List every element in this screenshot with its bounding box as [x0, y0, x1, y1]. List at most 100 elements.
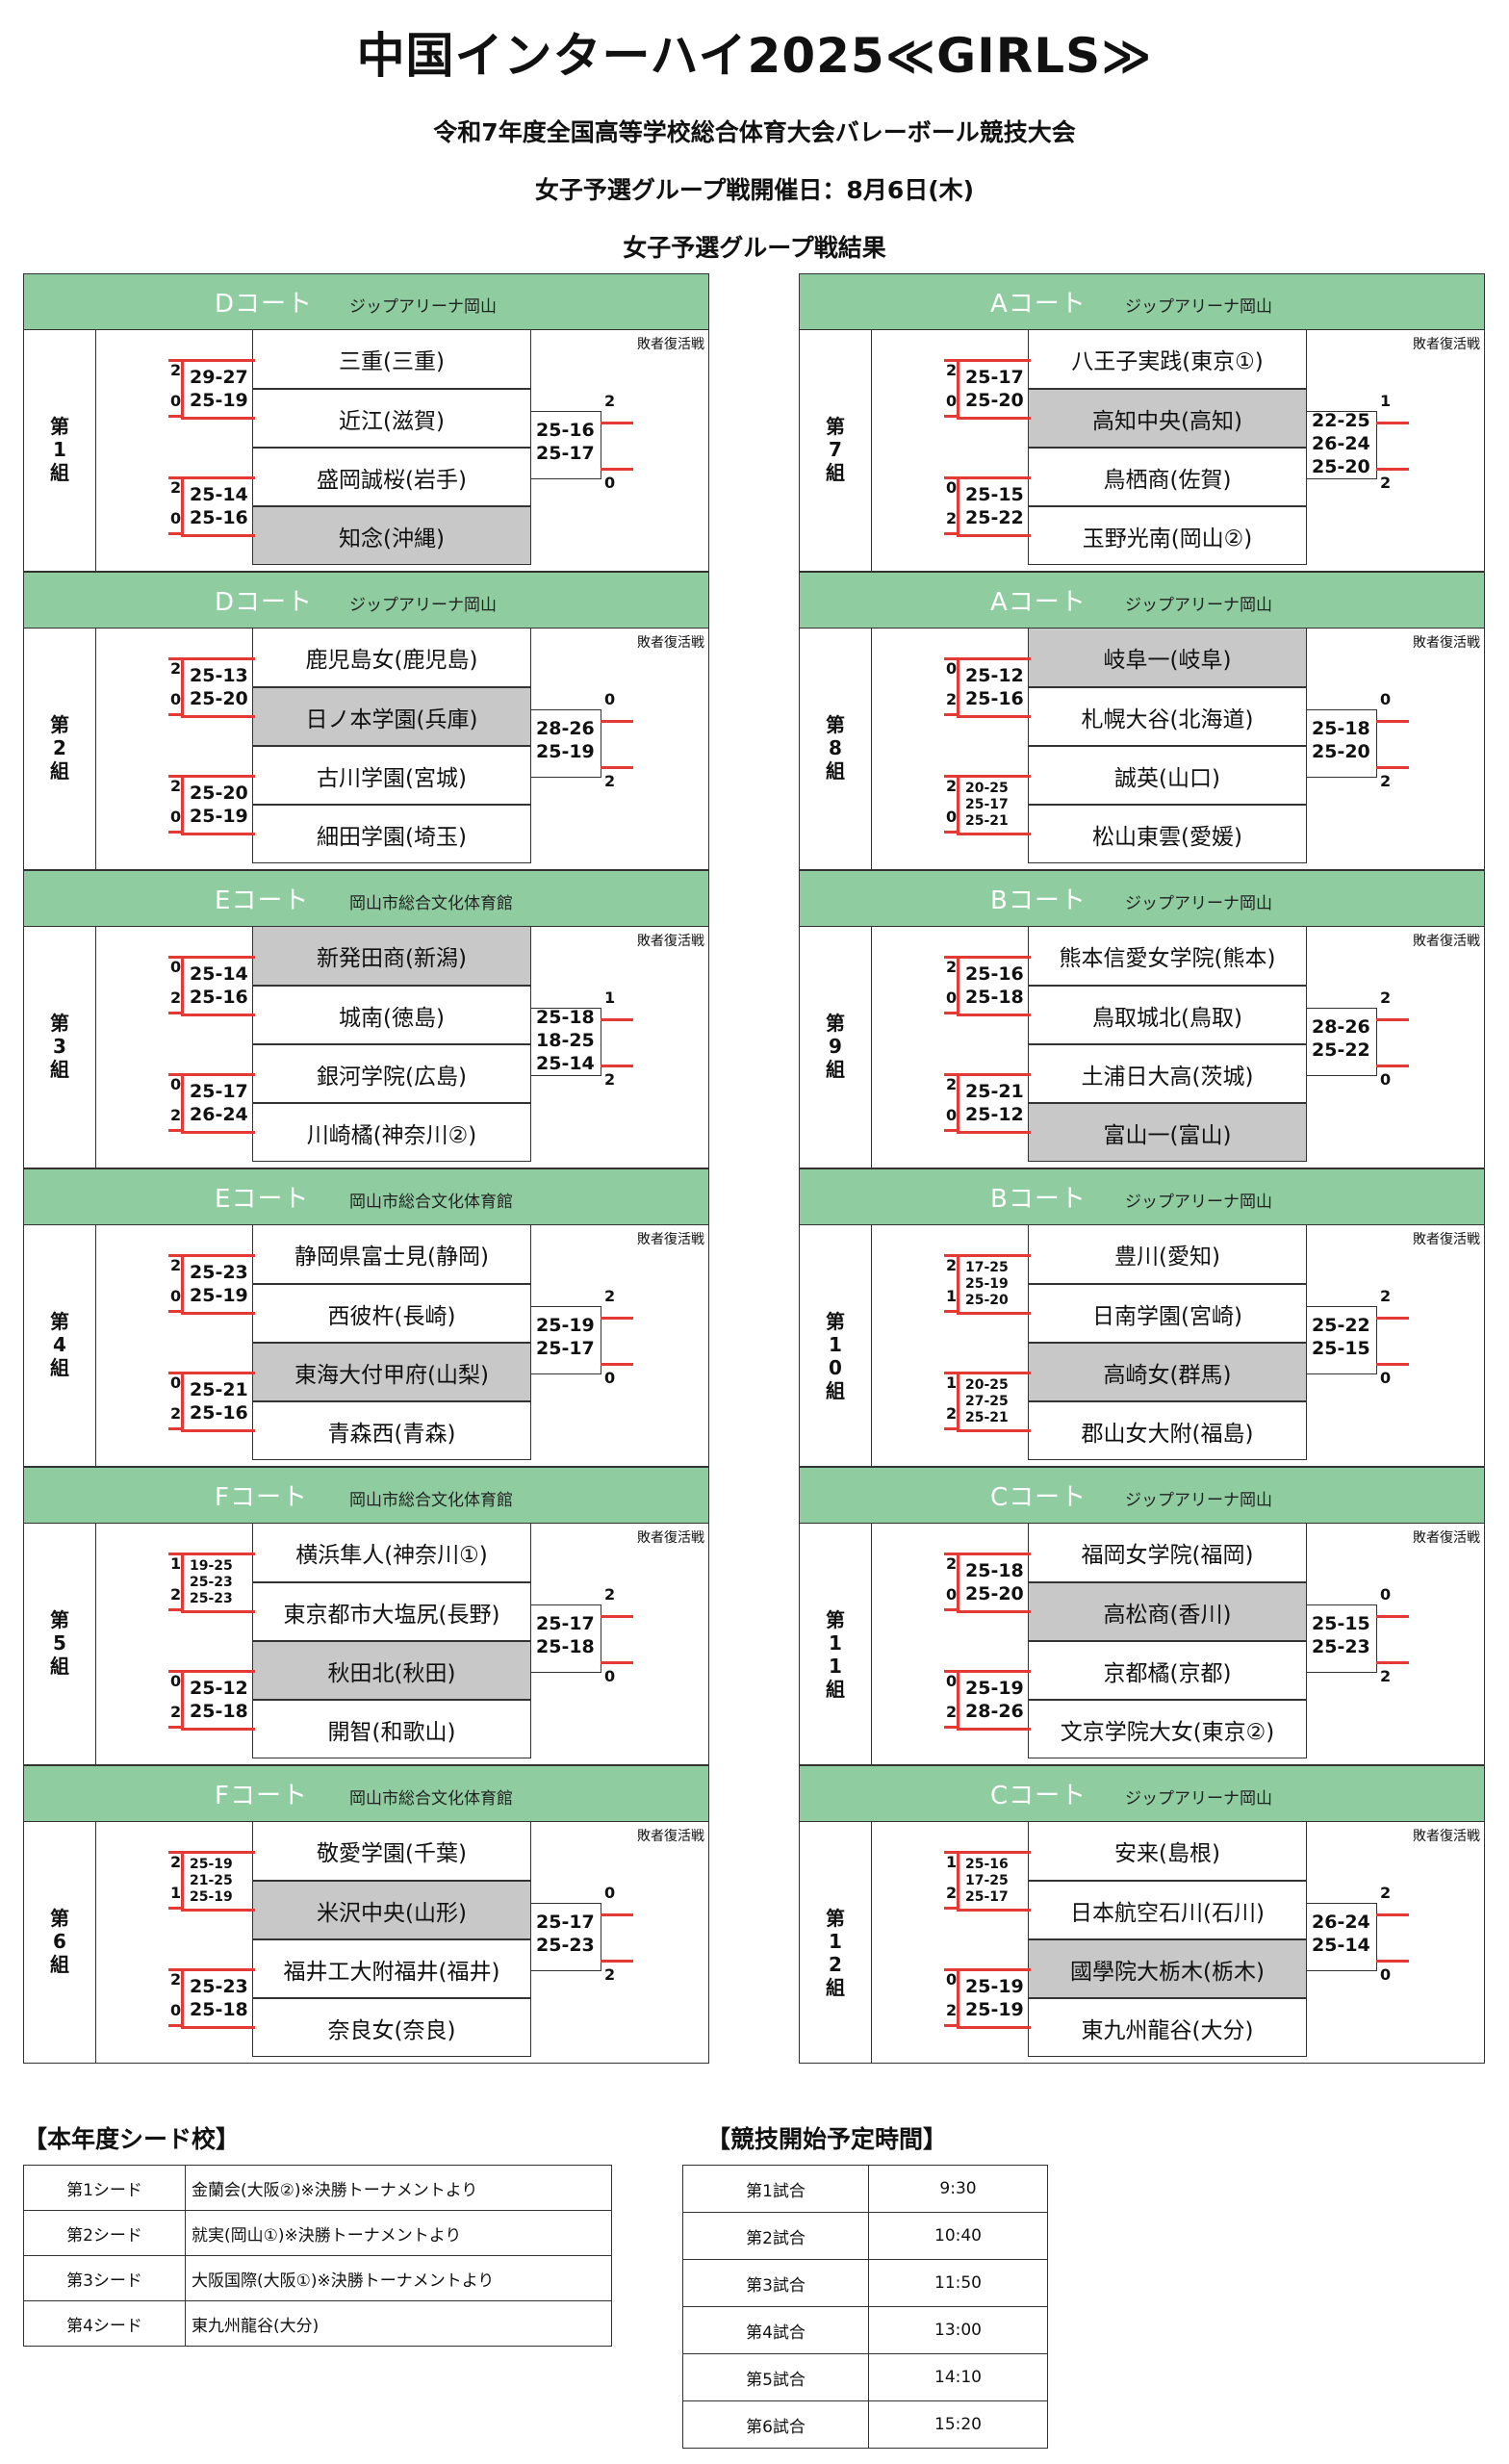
- bracket-line: [181, 1851, 255, 1912]
- group-panel: Aコートジップアリーナ岡山第 7 組八王子実践(東京①)高知中央(高知)鳥栖商(…: [799, 273, 1485, 572]
- bracket-tick: [601, 1018, 633, 1021]
- repechage-label: 敗者復活戦: [637, 337, 704, 352]
- sets-won: 2: [946, 508, 958, 527]
- repechage-label: 敗者復活戦: [1413, 934, 1480, 949]
- bracket-tick: [944, 1254, 958, 1257]
- team-name: 米沢中央(山形): [252, 1881, 531, 1939]
- sets-won: 0: [170, 1373, 182, 1392]
- team-name: 岐阜一(岐阜): [1028, 629, 1307, 687]
- bracket-tick: [944, 1553, 958, 1555]
- group-name: 第 7 組: [826, 415, 845, 484]
- match-score: 25-12 25-16: [965, 664, 1024, 709]
- sets-won: 2: [946, 1702, 958, 1721]
- bracket-line: [1307, 1008, 1377, 1076]
- bracket-tick: [944, 1073, 958, 1076]
- team-name: 豊川(愛知): [1028, 1225, 1307, 1284]
- bracket-tick: [168, 713, 182, 716]
- seed-row: 第1シード 金蘭会(大阪②)※決勝トーナメントより: [23, 2165, 612, 2211]
- bracket-tick: [1376, 1018, 1409, 1021]
- repechage-label: 敗者復活戦: [637, 1829, 704, 1844]
- sets-won: 2: [946, 957, 958, 976]
- bracket-tick: [1376, 1960, 1409, 1963]
- page-title: 中国インターハイ2025≪GIRLS≫: [356, 28, 1153, 84]
- group-header: Fコート岡山市総合文化体育館: [24, 1468, 708, 1524]
- sets-won: 2: [946, 1074, 958, 1093]
- match-score: 25-17 25-23: [536, 1912, 595, 1956]
- bracket-tick: [168, 1670, 182, 1673]
- sets-won: 0: [946, 1969, 958, 1989]
- bracket-tick: [168, 1907, 182, 1910]
- sets-won: 2: [946, 776, 958, 795]
- group-name: 第 4 組: [50, 1310, 69, 1379]
- bracket-tick: [944, 1012, 958, 1014]
- bracket-line: [181, 359, 255, 420]
- bracket-line: [181, 1968, 255, 2029]
- bracket-tick: [1376, 1363, 1409, 1366]
- bracket-tick: [168, 956, 182, 959]
- sets-won: 2: [170, 1255, 182, 1274]
- sets-won: 2: [170, 1702, 182, 1721]
- repechage-label: 敗者復活戦: [637, 934, 704, 949]
- sets-won: 1: [170, 1553, 182, 1573]
- sets-won: 1: [170, 1883, 182, 1902]
- bracket-tick: [1376, 422, 1409, 424]
- bracket-tick: [168, 1310, 182, 1313]
- bracket-line: [957, 476, 1031, 537]
- match-score: 20-25 25-17 25-21: [965, 780, 1009, 829]
- sets-won: 2: [1380, 772, 1392, 790]
- sets-won: 2: [946, 1255, 958, 1274]
- venue-name: 岡山市総合文化体育館: [349, 894, 513, 913]
- sets-won: 2: [1380, 474, 1392, 492]
- bracket-line: [1307, 411, 1377, 479]
- venue-name: 岡山市総合文化体育館: [349, 1789, 513, 1809]
- match-score: 25-19 28-26: [965, 1677, 1024, 1722]
- group-name: 第 1 組: [50, 415, 69, 484]
- bracket-line: [181, 1073, 255, 1134]
- sets-won: 0: [604, 1369, 616, 1387]
- team-name: 川崎橘(神奈川②): [252, 1103, 531, 1162]
- team-name: 土浦日大高(茨城): [1028, 1044, 1307, 1103]
- bracket-tick: [944, 1310, 958, 1313]
- sets-won: 2: [170, 360, 182, 379]
- group-header: Dコートジップアリーナ岡山: [24, 573, 708, 629]
- venue-name: ジップアリーナ岡山: [1125, 1193, 1272, 1212]
- bracket-tick: [168, 2024, 182, 2027]
- start-time: 13:00: [868, 2306, 1048, 2354]
- start-time: 15:20: [868, 2400, 1048, 2449]
- bracket-tick: [601, 1065, 633, 1067]
- sets-won: 0: [946, 391, 958, 410]
- match-score: 25-15 25-22: [965, 483, 1024, 528]
- bracket-tick: [168, 1012, 182, 1014]
- team-name: 福井工大附福井(福井): [252, 1939, 531, 1998]
- bracket-tick: [944, 2024, 958, 2027]
- bracket-tick: [601, 1363, 633, 1366]
- bracket-tick: [944, 359, 958, 362]
- venue-name: ジップアリーナ岡山: [349, 596, 497, 615]
- team-name: 開智(和歌山): [252, 1700, 531, 1758]
- match-score: 25-17 25-20: [965, 366, 1024, 411]
- seed-row: 第4シード 東九州龍谷(大分): [23, 2300, 612, 2347]
- match-score: 25-14 25-16: [190, 962, 248, 1008]
- sets-won: 1: [946, 1373, 958, 1392]
- bracket-tick: [944, 956, 958, 959]
- team-name: 高知中央(高知): [1028, 389, 1307, 448]
- match-score: 25-22 25-15: [1312, 1315, 1370, 1359]
- bracket-tick: [168, 1254, 182, 1257]
- bracket-line: [1307, 709, 1377, 778]
- bracket-line: [957, 775, 1031, 835]
- sets-won: 2: [170, 658, 182, 678]
- venue-name: ジップアリーナ岡山: [1125, 894, 1272, 913]
- group-header: Eコート 岡山市総合文化体育館: [24, 871, 708, 927]
- bracket-tick: [1376, 1615, 1409, 1618]
- bracket-tick: [168, 831, 182, 834]
- match-score: 25-23 25-18: [190, 1975, 248, 2020]
- team-name: 細田学園(埼玉): [252, 805, 531, 863]
- group-panel: Aコートジップアリーナ岡山第 8 組岐阜一(岐阜)札幌大谷(北海道)誠英(山口)…: [799, 572, 1485, 870]
- bracket-line: [957, 1553, 1031, 1613]
- sets-won: 0: [604, 1884, 616, 1902]
- court-name: Eコート: [215, 886, 310, 915]
- match-number: 第3試合: [682, 2259, 869, 2307]
- bracket-tick: [168, 1968, 182, 1971]
